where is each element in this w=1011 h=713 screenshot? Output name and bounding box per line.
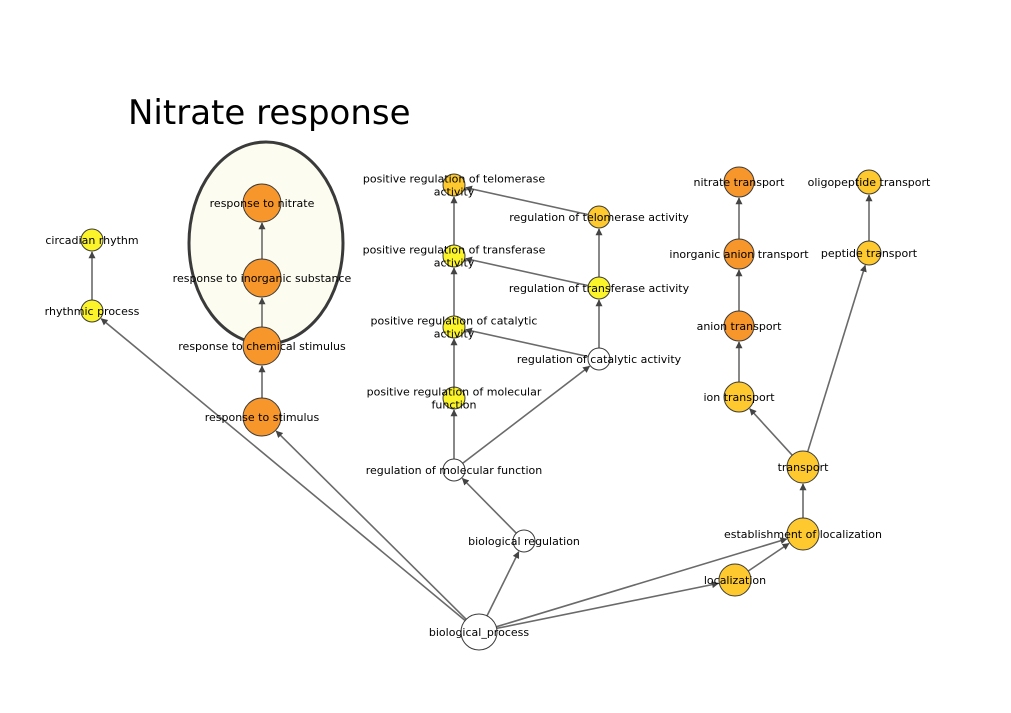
- highlight-ellipse: [187, 140, 345, 346]
- edge-regulation-of-transferase-activity-to-positive-regulation-of-transferase-activity: [465, 256, 589, 287]
- edge-transport-to-peptide-transport: [806, 264, 867, 452]
- node-label-establishment-of-localization: establishment of localization: [724, 528, 882, 541]
- node-oligopeptide-transport[interactable]: [856, 169, 882, 195]
- node-regulation-of-catalytic-activity[interactable]: [587, 347, 611, 371]
- node-label-line: positive regulation of catalytic: [371, 315, 538, 328]
- node-response-to-chemical-stimulus[interactable]: [242, 326, 282, 366]
- node-label-line: anion transport: [697, 320, 782, 333]
- edge-regulation-of-catalytic-activity-to-positive-regulation-of-catalytic-activity: [465, 327, 589, 358]
- node-label-line: nitrate transport: [693, 176, 785, 189]
- edge-biological-process-to-biological-regulation: [486, 551, 520, 617]
- node-label-biological-process: biological_process: [429, 626, 529, 639]
- node-positive-regulation-of-catalytic-activity[interactable]: [442, 315, 466, 339]
- edge-localization-to-establishment-of-localization: [747, 542, 790, 572]
- node-label-localization: localization: [704, 574, 766, 587]
- node-label-inorganic-anion-transport: inorganic anion transport: [669, 248, 809, 261]
- edge-biological-process-to-localization: [496, 581, 719, 630]
- node-label-line: activity: [434, 186, 475, 199]
- node-establishment-of-localization[interactable]: [786, 517, 820, 551]
- node-label-line: ion transport: [703, 391, 775, 404]
- edge-biological-process-to-establishment-of-localization: [495, 537, 788, 628]
- node-label-peptide-transport: peptide transport: [821, 247, 918, 260]
- node-biological-regulation[interactable]: [512, 529, 536, 553]
- node-transport[interactable]: [786, 450, 820, 484]
- node-label-line: activity: [434, 328, 475, 341]
- edge-biological-process-to-response-to-stimulus: [275, 430, 467, 620]
- node-label-line: inorganic anion transport: [669, 248, 809, 261]
- node-label-response-to-stimulus: response to stimulus: [205, 411, 320, 424]
- node-label-line: activity: [434, 257, 475, 270]
- node-label-ion-transport: ion transport: [703, 391, 775, 404]
- node-label-line: rhythmic process: [45, 305, 140, 318]
- node-response-to-inorganic-substance[interactable]: [242, 258, 282, 298]
- nodes-layer: [80, 166, 882, 651]
- edge-biological-process-to-rhythmic-process: [100, 318, 466, 622]
- edge-regulation-of-telomerase-activity-to-positive-regulation-of-telomerase-activity: [465, 185, 589, 216]
- node-label-oligopeptide-transport: oligopeptide transport: [808, 176, 931, 189]
- node-label-line: response to nitrate: [210, 197, 315, 210]
- diagram-title: Nitrate response: [128, 93, 411, 133]
- node-label-line: oligopeptide transport: [808, 176, 931, 189]
- node-anion-transport[interactable]: [723, 310, 755, 342]
- node-label-line: regulation of catalytic activity: [517, 353, 682, 366]
- node-peptide-transport[interactable]: [856, 240, 882, 266]
- node-label-line: response to chemical stimulus: [178, 340, 346, 353]
- node-response-to-stimulus[interactable]: [242, 397, 282, 437]
- node-localization[interactable]: [718, 563, 752, 597]
- node-label-line: positive regulation of transferase: [363, 244, 546, 257]
- node-label-regulation-of-molecular-function: regulation of molecular function: [366, 464, 543, 477]
- node-label-line: response to stimulus: [205, 411, 320, 424]
- labels-layer: biological_process biological regulation r…: [45, 173, 931, 640]
- node-positive-regulation-of-telomerase-activity[interactable]: [442, 173, 466, 197]
- node-label-regulation-of-catalytic-activity: regulation of catalytic activity: [517, 353, 682, 366]
- node-regulation-of-transferase-activity[interactable]: [587, 276, 611, 300]
- node-label-line: transport: [778, 461, 830, 474]
- node-label-line: regulation of telomerase activity: [509, 211, 689, 224]
- node-label-regulation-of-transferase-activity: regulation of transferase activity: [509, 282, 690, 295]
- edges-layer: [88, 185, 873, 630]
- node-label-line: peptide transport: [821, 247, 918, 260]
- node-label-anion-transport: anion transport: [697, 320, 782, 333]
- node-label-line: circadian rhythm: [45, 234, 138, 247]
- node-label-line: function: [432, 399, 477, 412]
- node-positive-regulation-of-molecular-function[interactable]: [442, 386, 466, 410]
- node-label-response-to-inorganic-substance: response to inorganic substance: [173, 272, 352, 285]
- node-regulation-of-molecular-function[interactable]: [442, 458, 466, 482]
- node-label-transport: transport: [778, 461, 830, 474]
- node-label-line: regulation of molecular function: [366, 464, 543, 477]
- node-label-nitrate-transport: nitrate transport: [693, 176, 785, 189]
- node-nitrate-transport[interactable]: [723, 166, 755, 198]
- edge-transport-to-ion-transport: [749, 408, 793, 456]
- node-inorganic-anion-transport[interactable]: [723, 238, 755, 270]
- node-label-line: biological regulation: [468, 535, 580, 548]
- node-label-response-to-nitrate: response to nitrate: [210, 197, 315, 210]
- node-circadian-rhythm[interactable]: [80, 228, 104, 252]
- node-label-line: biological_process: [429, 626, 529, 639]
- node-label-biological-regulation: biological regulation: [468, 535, 580, 548]
- node-label-rhythmic-process: rhythmic process: [45, 305, 140, 318]
- node-label-line: positive regulation of telomerase: [363, 173, 545, 186]
- node-label-regulation-of-telomerase-activity: regulation of telomerase activity: [509, 211, 689, 224]
- node-label-line: positive regulation of molecular: [367, 386, 542, 399]
- node-regulation-of-telomerase-activity[interactable]: [587, 205, 611, 229]
- node-biological-process[interactable]: [460, 613, 498, 651]
- node-label-line: response to inorganic substance: [173, 272, 352, 285]
- node-rhythmic-process[interactable]: [80, 299, 104, 323]
- node-label-response-to-chemical-stimulus: response to chemical stimulus: [178, 340, 346, 353]
- node-label-circadian-rhythm: circadian rhythm: [45, 234, 138, 247]
- node-label-line: regulation of transferase activity: [509, 282, 690, 295]
- node-label-line: establishment of localization: [724, 528, 882, 541]
- edge-biological-regulation-to-regulation-of-molecular-function: [461, 477, 517, 534]
- node-positive-regulation-of-transferase-activity[interactable]: [442, 244, 466, 268]
- node-label-line: localization: [704, 574, 766, 587]
- node-ion-transport[interactable]: [723, 381, 755, 413]
- node-response-to-nitrate[interactable]: [242, 183, 282, 223]
- edge-regulation-of-molecular-function-to-regulation-of-catalytic-activity: [462, 365, 591, 464]
